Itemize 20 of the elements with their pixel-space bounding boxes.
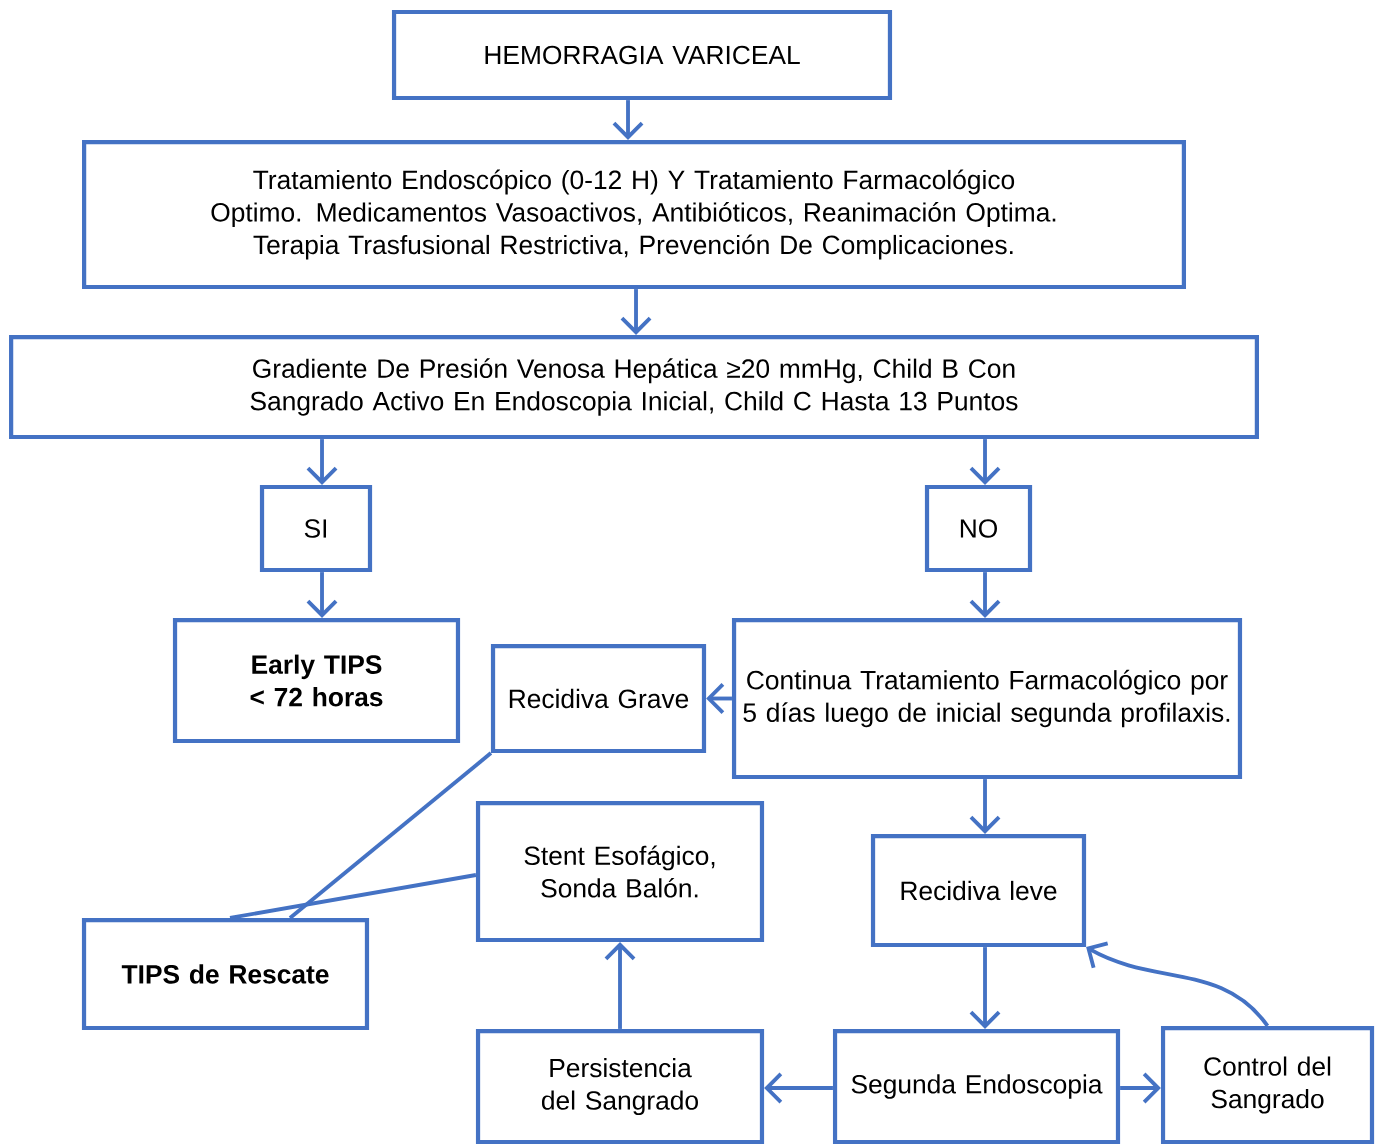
process-box: Continua Tratamiento Farmacológico por 5 días luego de inicial segunda profilaxis. xyxy=(731,617,1243,780)
process-box: NO xyxy=(924,484,1033,573)
process-box: Early TIPS < 72 horas xyxy=(172,617,461,744)
connector-line xyxy=(229,873,477,920)
process-box: Persistencia del Sangrado xyxy=(475,1028,765,1144)
arrow xyxy=(764,1072,833,1104)
process-box: Control del Sangrado xyxy=(1160,1025,1375,1144)
process-box: Tratamiento Endoscópico (0-12 H) Y Tratamiento Farmacológico Optimo. Medicamentos Vasoactivos, Antibióticos, Reanimación Optima. Terapia Trasfusional Restrictiva, Prevención De Complicaciones. xyxy=(82,139,1186,290)
process-box: HEMORRAGIA VARICEAL xyxy=(391,9,893,101)
process-box: TIPS de Rescate xyxy=(81,917,370,1031)
process-box: SI xyxy=(259,484,373,573)
arrow xyxy=(1086,941,1269,1028)
process-box: Gradiente De Presión Venosa Hepática ≥20 mmHg, Child B Con Sangrado Activo En Endoscopia Inicial, Child C Hasta 13 Puntos xyxy=(9,334,1259,440)
process-box: Recidiva Grave xyxy=(490,643,707,754)
process-box: Recidiva leve xyxy=(870,833,1087,948)
arrow xyxy=(604,942,636,1029)
process-box: Stent Esofágico, Sonda Balón. xyxy=(475,800,765,943)
arrow xyxy=(969,947,1001,1029)
process-box: Segunda Endoscopia xyxy=(832,1028,1121,1144)
connector-line xyxy=(288,751,493,920)
